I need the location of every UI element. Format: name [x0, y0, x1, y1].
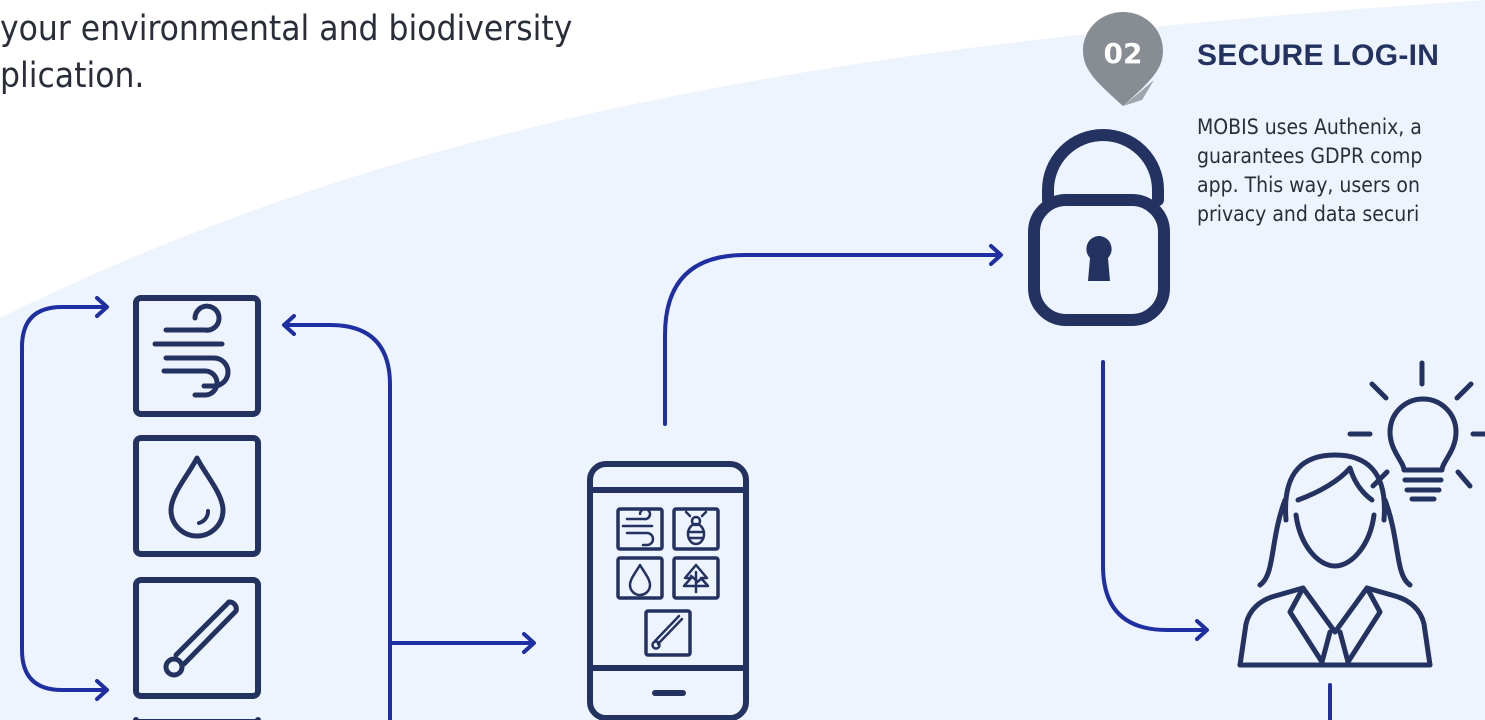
lightbulb-icon — [1347, 360, 1485, 502]
step-description-line-4: privacy and data securi — [1197, 202, 1420, 226]
step-description: MOBIS uses Authenix, a guarantees GDPR c… — [1197, 113, 1485, 229]
phone-app-water-drop-icon — [616, 556, 664, 600]
phone-app-wind-icon — [616, 507, 664, 551]
phone-app-bee-icon — [672, 507, 720, 551]
step-description-line-2: guarantees GDPR comp — [1197, 144, 1423, 168]
sensor-loop-arrow — [20, 296, 109, 701]
intro-line-2: plication. — [0, 56, 145, 96]
smartphone-icon — [587, 461, 749, 720]
step-badge: 02 — [1080, 10, 1166, 110]
feedback-arrow — [282, 314, 392, 720]
intro-text: your environmental and biodiversity plic… — [0, 6, 740, 100]
wind-icon — [133, 295, 261, 417]
step-description-line-1: MOBIS uses Authenix, a — [1197, 115, 1422, 139]
lock-to-user-arrow — [1101, 360, 1209, 641]
phone-app-thermometer-icon — [644, 609, 692, 657]
step-title: SECURE LOG-IN — [1197, 39, 1440, 72]
step-number: 02 — [1104, 37, 1143, 70]
water-drop-icon — [133, 435, 261, 557]
thermometer-icon — [133, 577, 261, 699]
step-description-line-3: app. This way, users on — [1197, 173, 1420, 197]
intro-line-1: your environmental and biodiversity — [0, 9, 573, 49]
phone-app-tree-icon — [672, 556, 720, 600]
padlock-icon — [1028, 129, 1170, 326]
phone-to-lock-arrow — [663, 244, 1003, 426]
sensors-to-phone-arrow — [388, 632, 536, 654]
woman-user-icon — [1237, 452, 1433, 668]
